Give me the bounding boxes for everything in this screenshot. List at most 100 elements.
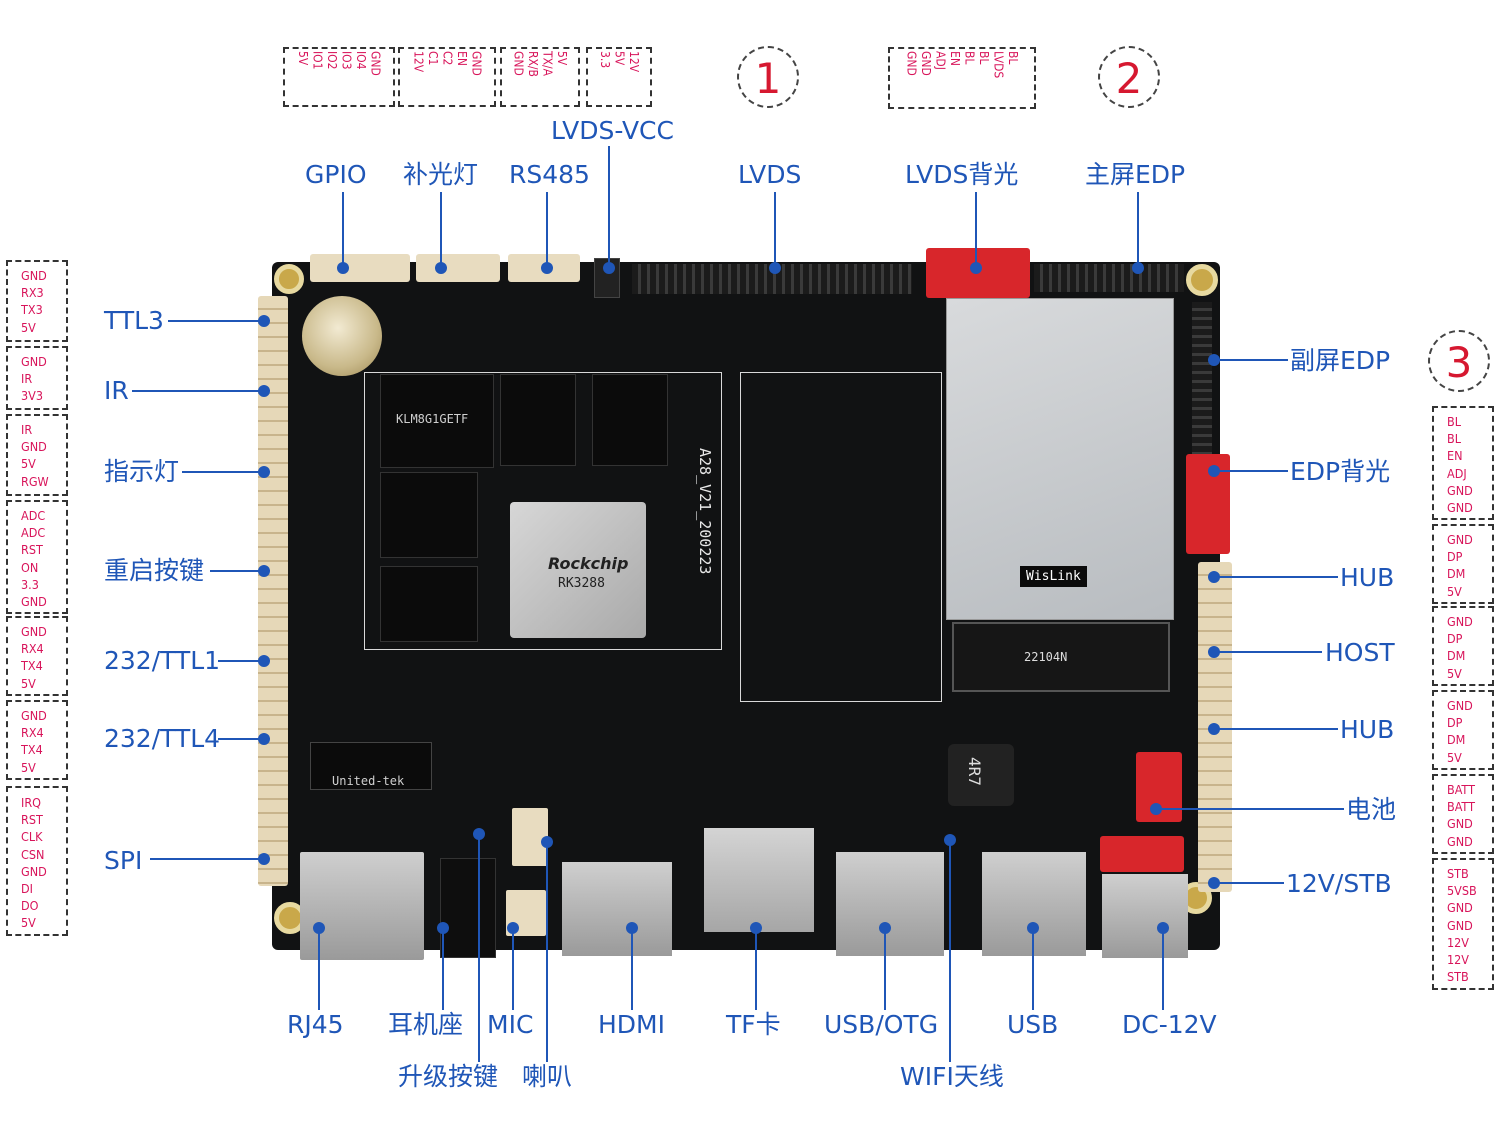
dot-lvds-backlight: [970, 262, 982, 274]
marker-3: 3: [1428, 330, 1490, 392]
emmc-chip: [380, 374, 494, 468]
leader-lvds: [774, 192, 776, 266]
label-ttl3: TTL3: [104, 306, 164, 335]
pin-label: BL: [1447, 414, 1461, 429]
label-ir: IR: [104, 376, 129, 405]
soc-chip: [510, 502, 646, 638]
pin-label: STB: [1447, 969, 1469, 985]
earphone-jack: [440, 858, 496, 958]
leader-battery: [1156, 808, 1344, 810]
pin-label: DP: [1447, 549, 1463, 565]
pin-label: DP: [1447, 715, 1463, 731]
sub-edp-header: [1192, 302, 1212, 472]
mounting-hole-top-right: [1186, 264, 1218, 296]
label-fill-light: 补光灯: [403, 160, 479, 189]
label-mic: MIC: [487, 1010, 534, 1039]
pin-label: ADJ: [933, 51, 948, 70]
pin-label: GND: [21, 708, 47, 723]
pin-label: 5V: [1447, 665, 1462, 681]
pin-label: RX4: [21, 725, 44, 741]
pin-label: EN: [948, 51, 962, 66]
pcb-board: KLM8G1GETF Rockchip RK3288 A28_V21_20022…: [258, 248, 1232, 960]
pin-label: 5V: [1447, 583, 1462, 599]
leader-main-edp: [1137, 192, 1139, 266]
stb-connector: [1100, 836, 1184, 872]
marker-1: 1: [737, 46, 799, 108]
dot-gpio: [337, 262, 349, 274]
leader-ttl4: [218, 738, 262, 740]
leader-spi: [150, 858, 262, 860]
pin-label: GND: [469, 51, 484, 76]
pin-label: DP: [1447, 631, 1463, 647]
leader-usb: [1032, 928, 1034, 1010]
pin-label: GND: [1447, 698, 1473, 713]
pin-box-battery: BATT BATT GND GND: [1432, 774, 1494, 854]
pin-box-lvds-vcc: 12V 5V 3.3: [586, 47, 652, 107]
pin-box-edp-backlight: BL BL EN ADJ GND GND: [1432, 406, 1494, 520]
pin-label: GND: [919, 51, 933, 76]
silkscreen-box: [364, 372, 722, 650]
pin-label: 5V: [21, 915, 36, 931]
leader-earphone: [442, 928, 444, 1010]
label-rj45: RJ45: [287, 1010, 344, 1039]
leader-hub1: [1214, 576, 1338, 578]
pin-label: LVDS: [991, 51, 1006, 79]
pin-box-spi: IRQ RST CLK CSN GND DI DO 5V: [6, 786, 68, 936]
pin-box-hub2: GND DP DM 5V: [1432, 690, 1494, 770]
pin-label: C2: [440, 51, 455, 66]
label-tf: TF卡: [726, 1010, 781, 1039]
pin-label: 5V: [1447, 749, 1462, 765]
pin-label: 5V: [21, 675, 36, 691]
fill-light-connector: [416, 254, 500, 282]
dot-spi: [258, 853, 270, 865]
pin-label: GND: [21, 268, 47, 283]
dot-rs485: [541, 262, 553, 274]
leader-rj45: [318, 928, 320, 1010]
label-lvds-vcc: LVDS-VCC: [551, 116, 674, 145]
pin-box-gpio: GND IO4 IO3 IO2 IO1 5V: [283, 47, 395, 107]
pin-label: TX4: [21, 658, 43, 674]
pin-label: GND: [21, 594, 47, 610]
pin-label: RX4: [21, 641, 44, 657]
tf-card-slot: [704, 828, 814, 932]
pin-label: EN: [1447, 448, 1463, 464]
rtc-battery: [302, 296, 382, 376]
pin-label: DM: [1447, 648, 1466, 664]
dot-ttl1: [258, 655, 270, 667]
usb-port: [982, 852, 1086, 956]
ram-chip-4: [380, 566, 478, 642]
pin-box-reset: ADC ADC RST ON 3.3 GND: [6, 500, 68, 614]
ram-chip-2: [592, 374, 668, 466]
lan-chip: [310, 742, 432, 790]
leader-host: [1214, 651, 1322, 653]
pin-label: RST: [21, 812, 43, 828]
pin-label: 5V: [21, 456, 36, 472]
pin-label: RX3: [21, 285, 44, 301]
pin-label: GND: [1447, 917, 1473, 933]
label-earphone: 耳机座: [388, 1010, 464, 1039]
soc-brand: Rockchip: [548, 554, 629, 573]
dot-ttl3: [258, 315, 270, 327]
pin-label: 12V: [411, 51, 426, 73]
leader-lvds-backlight: [975, 192, 977, 266]
leader-hdmi: [631, 928, 633, 1010]
pin-label: BL: [962, 51, 977, 65]
pin-label: GND: [1447, 900, 1473, 916]
leader-mic: [512, 928, 514, 1010]
pin-label: GND: [1447, 500, 1473, 516]
pin-label: ADJ: [1447, 465, 1467, 481]
pin-box-lvds-backlight: BL LVDS BL BL EN ADJ GND GND: [888, 47, 1036, 109]
leader-ir: [132, 390, 262, 392]
pin-label: BL: [1447, 431, 1461, 447]
pin-label: STB: [1447, 866, 1469, 881]
pin-label: TX3: [21, 302, 43, 318]
pin-box-fill-light: GND EN C2 C1 12V: [398, 47, 496, 107]
leader-edp-backlight: [1214, 470, 1288, 472]
pin-label: GND: [904, 51, 919, 76]
label-edp-backlight: EDP背光: [1290, 457, 1391, 486]
pin-label: 5V: [21, 319, 36, 335]
inductor: [948, 744, 1014, 806]
dot-fill-light: [435, 262, 447, 274]
leader-stb: [1214, 882, 1284, 884]
label-usb: USB: [1007, 1010, 1059, 1039]
